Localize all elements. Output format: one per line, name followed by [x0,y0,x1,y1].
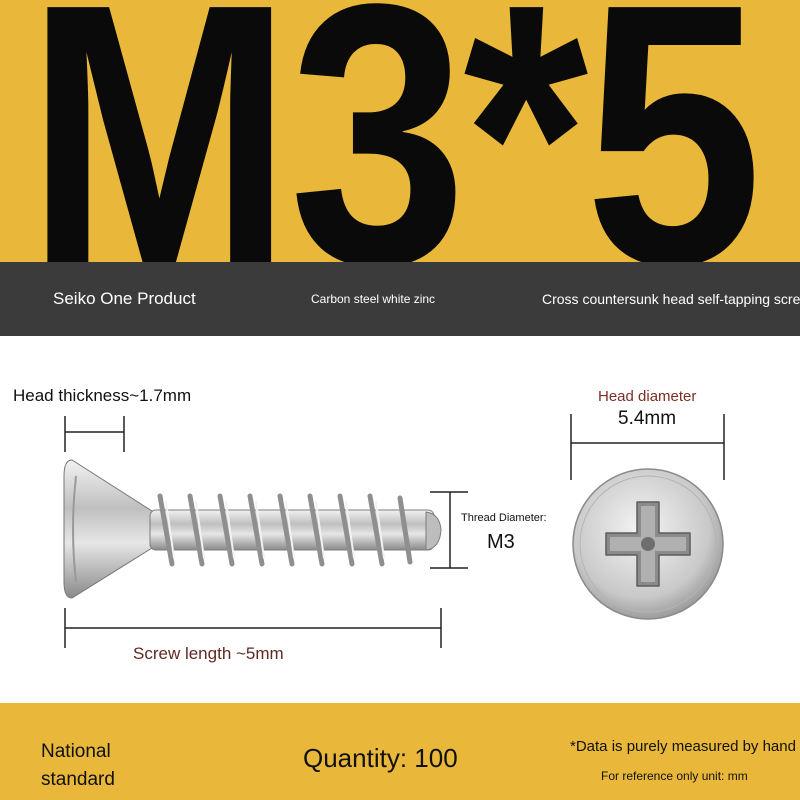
footer-bar: National standard Quantity: 100 *Data is… [0,703,800,800]
head-diameter-value: 5.4mm [618,408,677,429]
info-strip: Seiko One Product Carbon steel white zin… [0,262,800,336]
screw-size-title: M3*5 [26,0,763,262]
head-thickness-dimension [64,416,125,452]
screw-length-dimension [64,608,442,648]
head-diameter-title: Head diameter [598,388,697,405]
screw-length-label: Screw length ~5mm [133,644,284,663]
thread-diameter-title: Thread Diameter: [461,512,547,524]
screw-type-label: Cross countersunk head self-tapping scre… [542,291,800,307]
reference-unit-note: For reference only unit: mm [601,769,748,783]
dimension-diagram: Head thickness~1.7mm Head diameter 5.4mm… [0,336,800,703]
thread-diameter-dimension [430,491,468,569]
hero-banner: M3*5 [0,0,800,262]
phillips-head-icon [572,468,724,620]
head-diameter-dimension [570,414,725,480]
material-label: Carbon steel white zinc [311,292,436,306]
measurement-note: *Data is purely measured by hand [570,738,796,755]
brand-label: Seiko One Product [53,289,196,308]
diagram-canvas [63,414,725,648]
thread-diameter-value: M3 [487,531,515,553]
head-thickness-label: Head thickness~1.7mm [13,386,192,405]
national-standard-label: National standard [41,741,115,790]
countersunk-screw-icon [63,459,442,599]
quantity-label: Quantity: 100 [303,743,458,773]
